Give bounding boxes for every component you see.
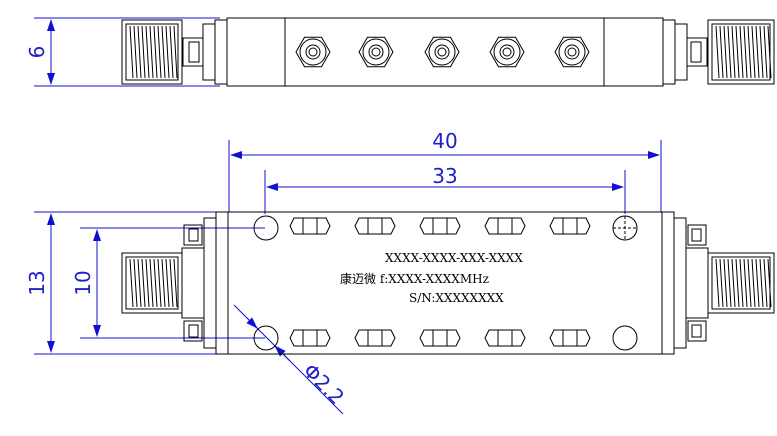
hex-nut bbox=[489, 36, 525, 68]
hex-nut bbox=[295, 36, 331, 68]
hole-diameter-dimension: Φ2.2 bbox=[233, 304, 349, 415]
hole-diameter-label: Φ2.2 bbox=[298, 359, 349, 410]
hex-nut bbox=[419, 217, 461, 235]
thread-lines bbox=[129, 258, 178, 308]
hex-nut bbox=[549, 217, 591, 235]
hex-nut bbox=[484, 217, 526, 235]
side-height-label: 6 bbox=[25, 46, 49, 59]
part-number-text: XXXX-XXXX-XXX-XXXX bbox=[385, 251, 523, 265]
brand-frequency-text: 康迈微 f:XXXX-XXXXMHz bbox=[340, 271, 489, 286]
thread-lines bbox=[129, 25, 178, 79]
hex-nut bbox=[289, 329, 331, 347]
left-connector-front bbox=[121, 211, 229, 355]
serial-number-text: S/N:XXXXXXXX bbox=[409, 291, 504, 305]
right-connector-front bbox=[661, 211, 775, 355]
filter-body-side bbox=[226, 17, 664, 87]
overall-length-label: 40 bbox=[432, 129, 457, 153]
tuning-nuts-side bbox=[295, 36, 590, 68]
hole-vertical-label: 10 bbox=[71, 270, 95, 295]
thread-lines bbox=[715, 25, 772, 79]
overall-height-label: 13 bbox=[25, 270, 49, 295]
hole-spacing-label: 33 bbox=[432, 164, 457, 188]
hex-nut bbox=[289, 217, 331, 235]
hex-nut bbox=[554, 36, 590, 68]
hex-nut bbox=[354, 329, 396, 347]
left-connector-side bbox=[121, 19, 228, 85]
tuning-nuts-front bbox=[289, 217, 591, 347]
hex-nut bbox=[354, 217, 396, 235]
right-connector-side bbox=[662, 19, 775, 85]
hex-nut bbox=[358, 36, 394, 68]
hex-nut bbox=[424, 36, 460, 68]
front-view: 40 33 13 10 Φ2.2 bbox=[25, 129, 775, 415]
hex-nut bbox=[419, 329, 461, 347]
thread-lines bbox=[715, 258, 772, 308]
hex-nut bbox=[484, 329, 526, 347]
mounting-hole-bottom-right bbox=[612, 325, 638, 351]
hole-vertical-dimension: 10 bbox=[71, 227, 265, 339]
mounting-hole-bottom-left bbox=[253, 325, 279, 351]
side-height-dimension: 6 bbox=[25, 17, 220, 87]
side-view: 6 bbox=[25, 17, 775, 87]
mounting-hole-top-left bbox=[253, 215, 279, 241]
overall-length-dimension: 40 bbox=[228, 129, 662, 212]
hex-nut bbox=[549, 329, 591, 347]
hole-spacing-dimension: 33 bbox=[264, 164, 626, 214]
overall-height-dimension: 13 bbox=[25, 211, 228, 355]
